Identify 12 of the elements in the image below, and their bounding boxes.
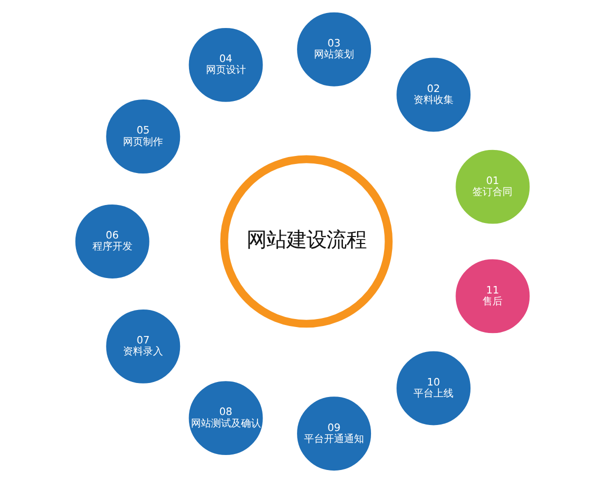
node-circle: 09 平台开通通知: [294, 394, 373, 473]
node-circle: 11 售后: [452, 256, 532, 336]
node-circle: 08 网站测试及确认: [186, 378, 265, 458]
node-circle: 03 网站策划: [294, 10, 373, 89]
node-circle: 01 签订合同: [452, 147, 532, 226]
node-circle: 06 程序开发: [72, 202, 152, 281]
node-circle: 05 网页制作: [103, 97, 182, 176]
node-circle: 07 资料录入: [103, 307, 182, 386]
node-circle: 02 资料收集: [394, 55, 472, 134]
node-circle: 10 平台上线: [394, 348, 472, 428]
node-circle: 04 网页设计: [186, 26, 265, 104]
node-circle: 网站建设流程: [220, 155, 392, 328]
